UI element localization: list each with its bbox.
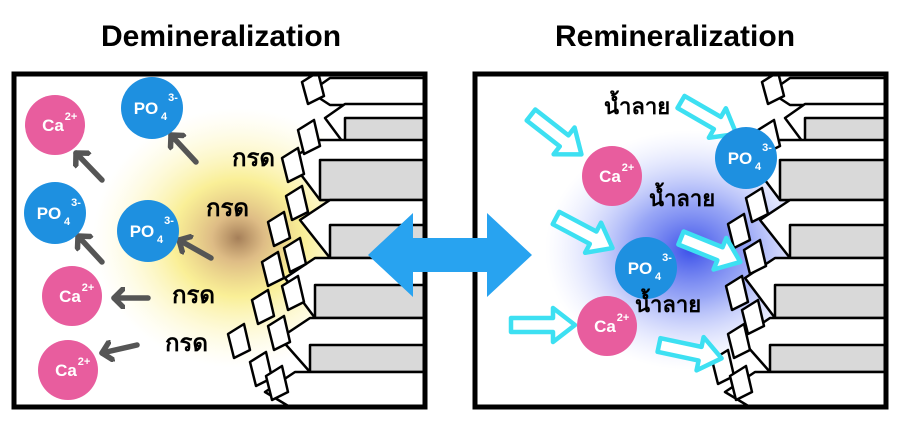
inflow-arrow-3 xyxy=(550,209,615,255)
migration-arrow-4 xyxy=(176,240,214,261)
calcium-ion: Ca 2+ xyxy=(38,340,98,400)
svg-text:2+: 2+ xyxy=(82,282,95,294)
svg-text:PO: PO xyxy=(37,204,62,223)
svg-text:4: 4 xyxy=(64,216,71,228)
svg-text:PO: PO xyxy=(130,222,155,241)
migration-arrow-2 xyxy=(171,132,199,165)
migration-arrow-6 xyxy=(99,345,140,353)
svg-text:Ca: Ca xyxy=(59,287,81,306)
svg-text:3-: 3- xyxy=(168,92,178,104)
svg-text:4: 4 xyxy=(161,111,168,123)
svg-text:2+: 2+ xyxy=(78,356,91,368)
svg-text:4: 4 xyxy=(655,271,662,283)
tooth-enamel-right xyxy=(723,76,886,407)
svg-text:4: 4 xyxy=(157,234,164,246)
acid-label-2: กรด xyxy=(206,194,249,222)
acid-label-4: กรด xyxy=(165,329,208,357)
svg-text:Ca: Ca xyxy=(42,116,64,135)
migration-arrow-3 xyxy=(78,233,105,265)
svg-text:2+: 2+ xyxy=(617,312,630,324)
phosphate-ion: PO 4 3- xyxy=(24,182,86,244)
saliva-label-1: น้ำลาย xyxy=(604,90,670,120)
svg-text:PO: PO xyxy=(134,99,159,118)
svg-text:Ca: Ca xyxy=(594,317,616,336)
svg-text:3-: 3- xyxy=(71,197,81,209)
ion-migration-arrows xyxy=(76,132,214,353)
svg-text:3-: 3- xyxy=(662,252,672,264)
phosphate-ion: PO 4 3- xyxy=(121,77,183,139)
inflow-arrow-4 xyxy=(676,229,743,272)
acid-label-3: กรด xyxy=(172,281,215,309)
svg-text:3-: 3- xyxy=(164,215,174,227)
svg-text:PO: PO xyxy=(628,259,653,278)
phosphate-ion: PO 4 3- xyxy=(117,200,179,262)
svg-text:Ca: Ca xyxy=(55,361,77,380)
inflow-arrow-6 xyxy=(655,334,724,373)
saliva-inflow-arrows xyxy=(508,93,743,373)
inflow-arrow-5 xyxy=(508,305,578,345)
saliva-label-3: น้ำลาย xyxy=(635,288,701,318)
svg-text:2+: 2+ xyxy=(622,162,635,174)
remineralization-title: Remineralization xyxy=(555,20,795,53)
inflow-arrow-2 xyxy=(675,93,739,140)
svg-text:2+: 2+ xyxy=(65,111,78,123)
calcium-ion: Ca 2+ xyxy=(582,146,642,206)
phosphate-ion: PO 4 3- xyxy=(615,237,677,299)
phosphate-ion: PO 4 3- xyxy=(715,127,777,189)
calcium-ion: Ca 2+ xyxy=(42,266,102,326)
acid-label-1: กรด xyxy=(232,144,275,172)
inflow-arrow-1 xyxy=(524,107,584,157)
calcium-ion: Ca 2+ xyxy=(25,95,85,155)
enamel-fragments-left xyxy=(226,74,326,402)
svg-text:Ca: Ca xyxy=(599,167,621,186)
demineralization-panel xyxy=(11,71,428,410)
migration-arrow-1 xyxy=(76,150,105,183)
svg-text:3-: 3- xyxy=(762,142,772,154)
saliva-label-2: น้ำลาย xyxy=(649,182,715,212)
exchange-double-arrow xyxy=(368,213,532,297)
svg-text:PO: PO xyxy=(728,149,753,168)
calcium-ion: Ca 2+ xyxy=(577,296,637,356)
svg-text:4: 4 xyxy=(755,161,762,173)
demineralization-title: Demineralization xyxy=(101,20,341,53)
